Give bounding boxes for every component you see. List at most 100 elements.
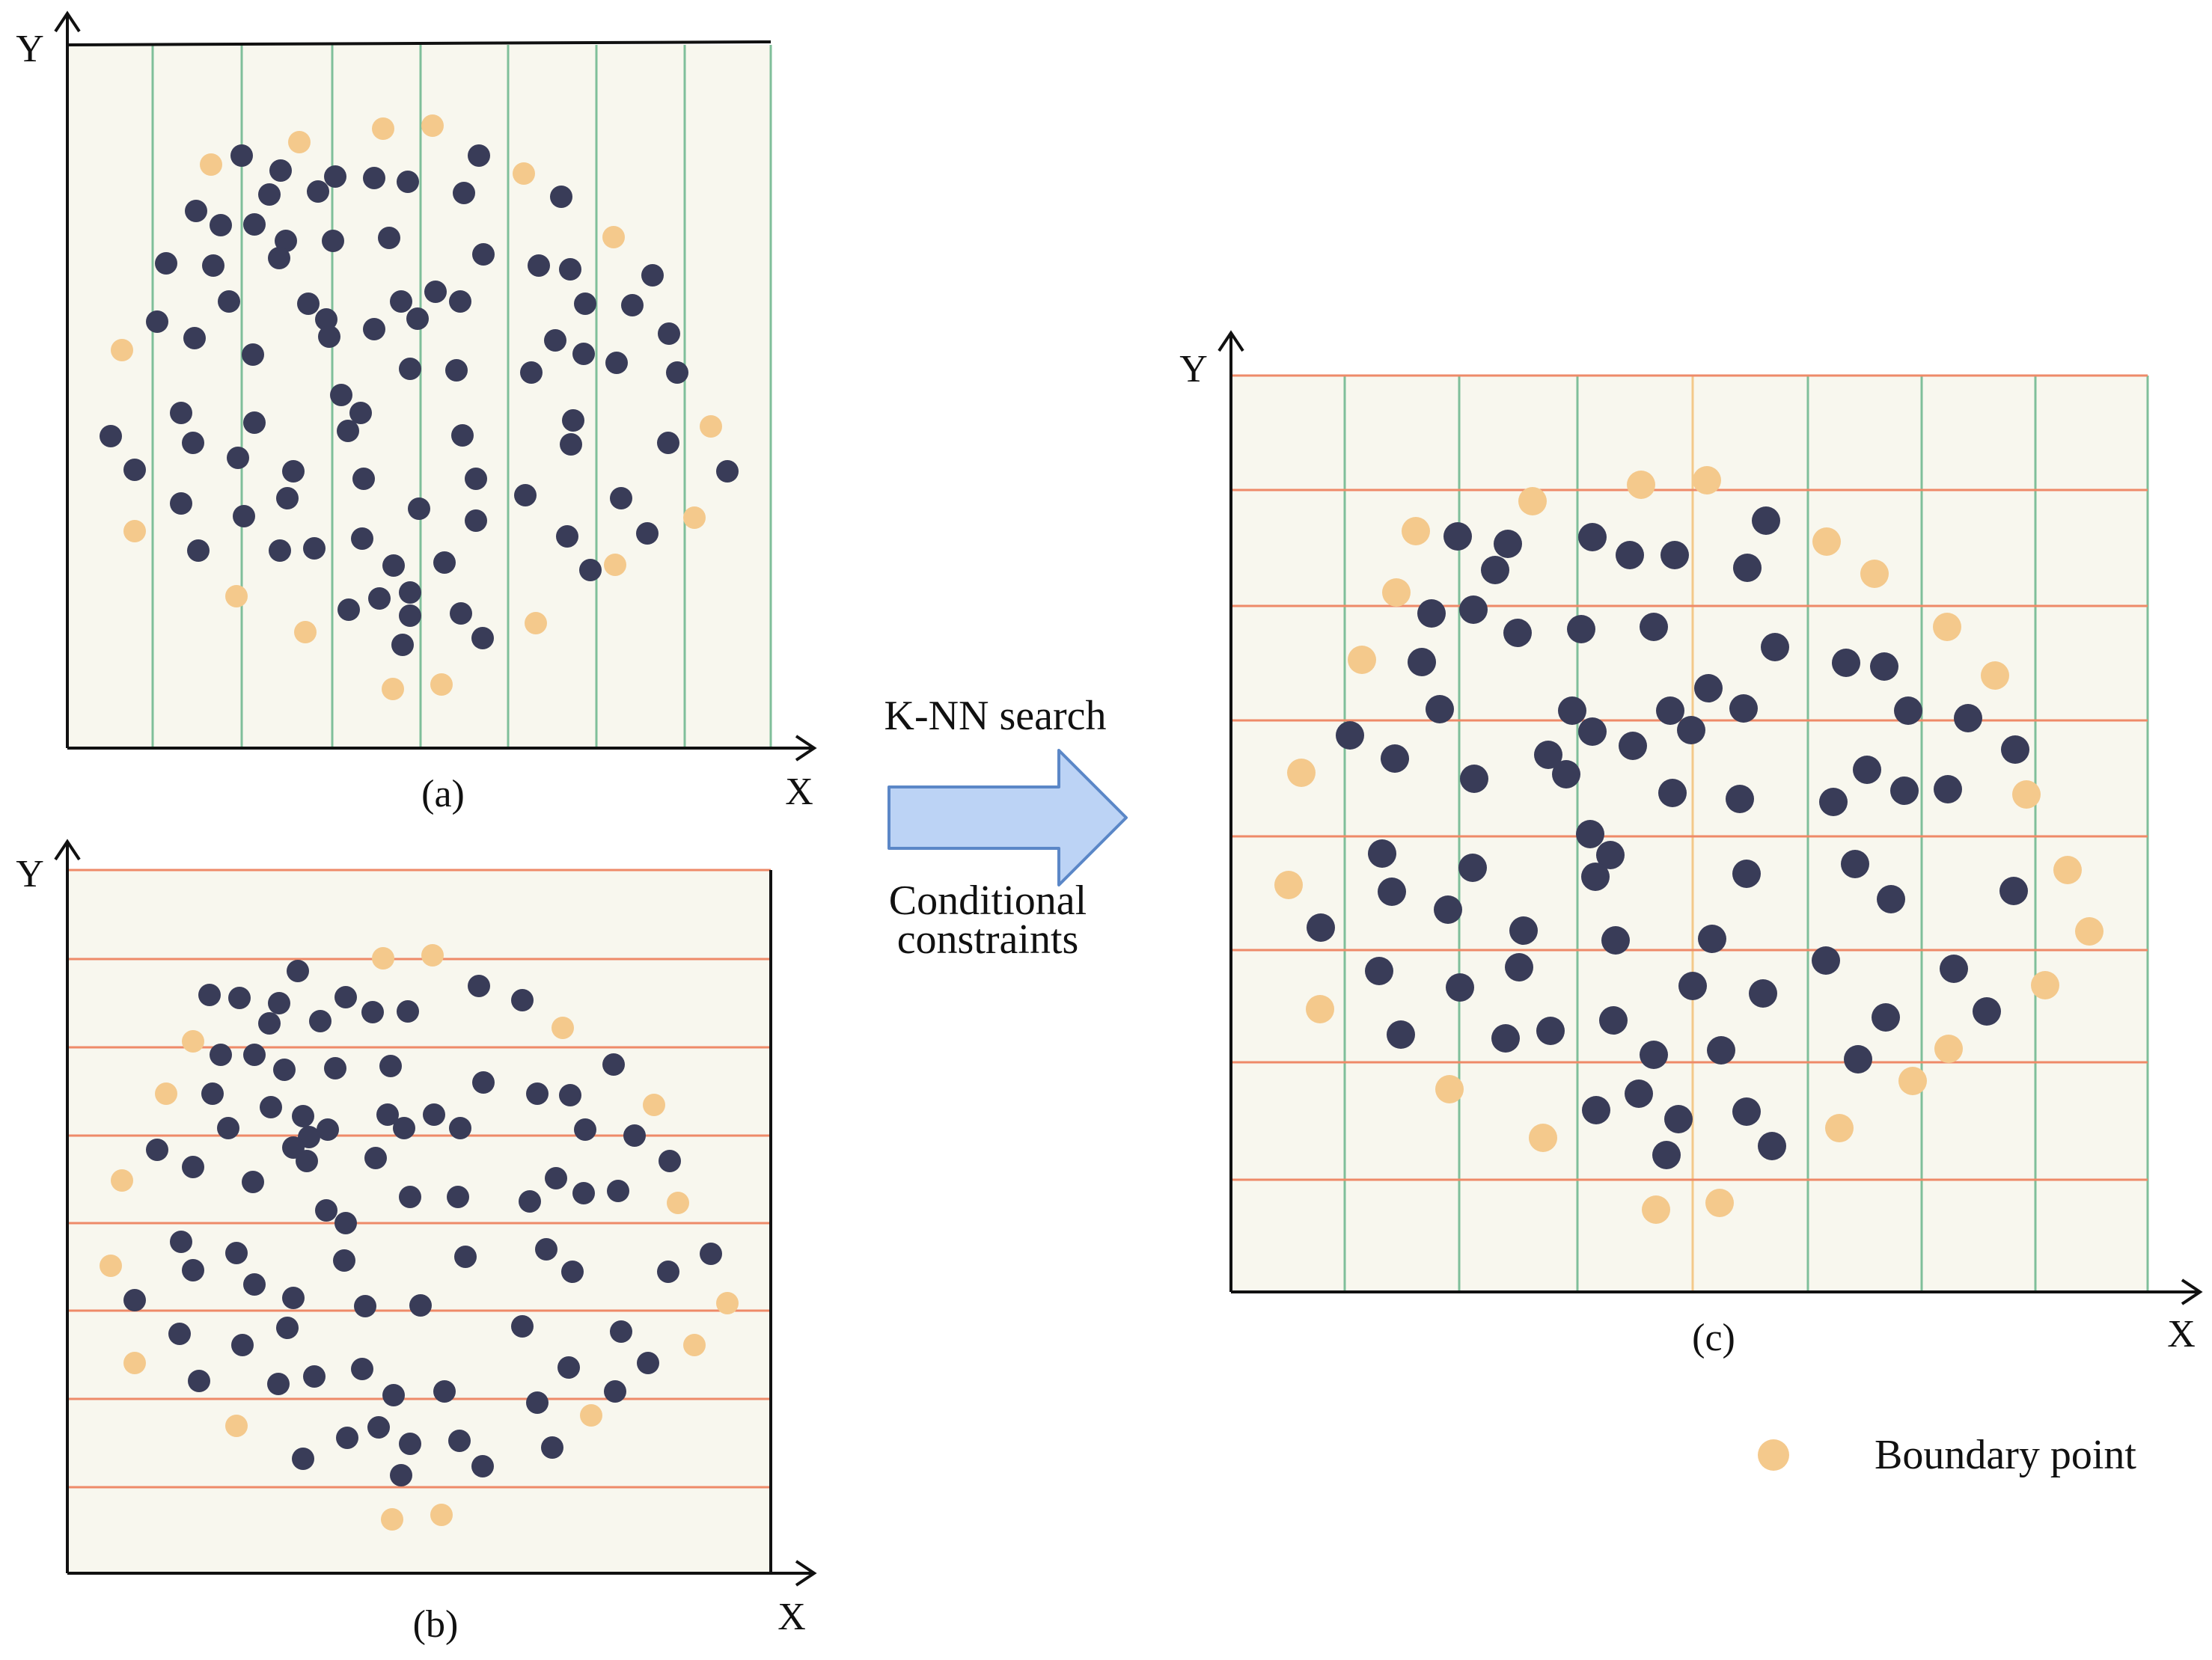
boundary-point	[2053, 856, 2082, 884]
boundary-point	[123, 1352, 146, 1374]
interior-point	[292, 1448, 314, 1470]
boundary-point	[513, 162, 535, 185]
boundary-point	[381, 1508, 403, 1531]
interior-point	[258, 183, 281, 206]
interior-point	[465, 468, 487, 490]
interior-point	[408, 497, 430, 520]
interior-point	[399, 604, 421, 627]
interior-point	[1732, 1097, 1761, 1126]
interior-point	[349, 402, 372, 424]
interior-point	[637, 1352, 659, 1374]
interior-point	[1660, 541, 1689, 569]
panel-a-y-label: Y	[16, 28, 44, 70]
interior-point	[352, 468, 375, 490]
panel-c-x-axis	[1231, 1278, 2203, 1305]
boundary-point	[225, 585, 248, 607]
interior-point	[454, 1246, 477, 1268]
interior-point	[185, 200, 207, 222]
interior-point	[1336, 721, 1364, 750]
panel-a: Y X (a)	[16, 10, 817, 815]
interior-point	[297, 293, 320, 315]
interior-point	[351, 1358, 373, 1380]
interior-point	[1652, 1141, 1681, 1169]
interior-point	[1619, 732, 1647, 760]
knn-search-label: K-NN search	[885, 693, 1107, 739]
interior-point	[445, 359, 468, 382]
panel-b: Y X (b)	[16, 839, 817, 1646]
interior-point	[1599, 1006, 1628, 1035]
panel-c-caption: (c)	[1692, 1317, 1735, 1359]
interior-point	[336, 1427, 358, 1449]
interior-point	[397, 171, 419, 193]
boundary-point	[1981, 661, 2009, 690]
interior-point	[1460, 765, 1488, 793]
interior-point	[243, 213, 266, 236]
interior-point	[621, 294, 644, 316]
interior-point	[1434, 895, 1462, 924]
boundary-point	[1812, 527, 1841, 556]
interior-point	[146, 310, 168, 333]
interior-point	[1458, 854, 1487, 882]
interior-point	[363, 167, 385, 189]
interior-point	[1368, 839, 1396, 868]
interior-point	[182, 1259, 204, 1281]
boundary-point	[111, 339, 133, 361]
boundary-point	[111, 1169, 133, 1192]
interior-point	[1446, 973, 1474, 1002]
interior-point	[1408, 648, 1436, 676]
interior-point	[1812, 946, 1840, 975]
interior-point	[1973, 997, 2001, 1026]
interior-point	[1677, 716, 1705, 744]
interior-point	[309, 1010, 332, 1032]
boundary-point	[2012, 780, 2041, 809]
interior-point	[406, 307, 429, 330]
interior-point	[658, 322, 680, 345]
interior-point	[1481, 556, 1509, 584]
interior-point	[287, 960, 309, 982]
interior-point	[1733, 554, 1762, 582]
interior-point	[1870, 652, 1898, 681]
interior-point	[324, 165, 346, 188]
interior-point	[1381, 744, 1409, 773]
panel-b-caption: (b)	[413, 1603, 459, 1646]
panel-a-y-axis	[54, 10, 81, 748]
boundary-point	[1287, 759, 1316, 787]
interior-point	[210, 1044, 232, 1066]
interior-point	[303, 537, 326, 560]
interior-point	[260, 1096, 282, 1118]
interior-point	[448, 1430, 471, 1452]
interior-point	[1581, 863, 1610, 891]
interior-point	[330, 384, 352, 406]
interior-point	[379, 1055, 402, 1077]
interior-point	[243, 411, 266, 434]
interior-point	[1426, 695, 1454, 723]
interior-point	[610, 1320, 632, 1343]
panel-a-caption: (a)	[421, 773, 465, 815]
interior-point	[317, 1118, 339, 1141]
interior-point	[1749, 979, 1777, 1008]
boundary-point	[1693, 466, 1721, 494]
interior-point	[1625, 1079, 1653, 1108]
interior-point	[1365, 957, 1393, 985]
interior-point	[1307, 913, 1335, 942]
interior-point	[1558, 696, 1586, 725]
interior-point	[382, 554, 405, 577]
interior-point	[541, 1436, 563, 1459]
boundary-point	[294, 621, 317, 643]
interior-point	[561, 1261, 584, 1283]
interior-point	[1729, 694, 1758, 723]
interior-point	[399, 581, 421, 604]
interior-point	[242, 343, 264, 366]
interior-point	[1698, 925, 1726, 953]
interior-point	[1616, 541, 1644, 569]
panel-c-y-axis	[1217, 330, 1244, 1292]
interior-point	[364, 1147, 387, 1169]
boundary-point	[1860, 560, 1889, 588]
interior-point	[1459, 595, 1488, 624]
interior-point	[275, 230, 297, 252]
boundary-point	[602, 226, 625, 248]
interior-point	[526, 1082, 549, 1105]
boundary-point-icon	[1758, 1439, 1789, 1471]
boundary-point	[667, 1192, 689, 1214]
